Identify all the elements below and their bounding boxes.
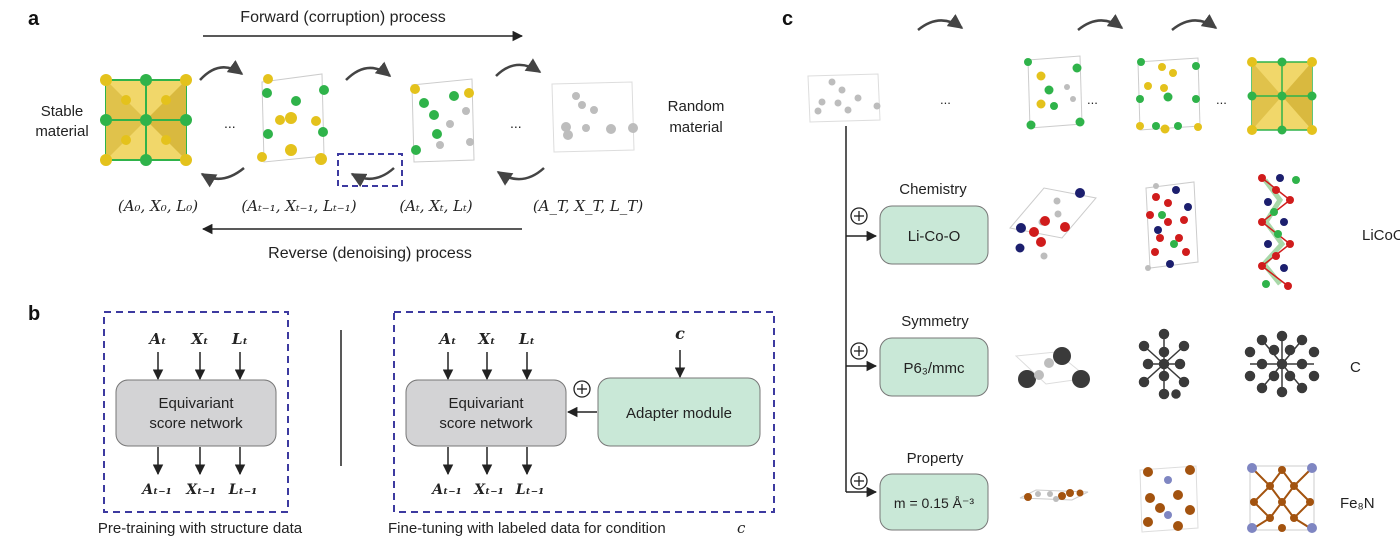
pretrain-caption: Pre-training with structure data	[98, 520, 303, 537]
pretrain-output-A: Aₜ₋₁	[140, 482, 172, 498]
symmetry-box	[879, 337, 989, 397]
stable-label-1: Stable	[41, 103, 84, 120]
chemistry-structure-2	[1145, 181, 1199, 271]
chemistry-box-label: Li-Co-O	[908, 228, 961, 245]
symmetry-structure-1	[1014, 347, 1090, 388]
pretrain-network-line1: Equivariant	[158, 395, 234, 412]
forward-process-label: Forward (corruption) process	[240, 9, 445, 26]
finetune-output-X: Xₜ₋₁	[473, 482, 504, 498]
state-0: (A₀, X₀, L₀)	[118, 197, 198, 215]
symmetry-result: C	[1350, 359, 1361, 376]
ellipsis-a1: ...	[224, 115, 236, 131]
pretrain-output-L: Lₜ₋₁	[228, 482, 258, 498]
finetune-caption: Fine-tuning with labeled data for condit…	[388, 520, 666, 537]
property-box	[879, 473, 989, 531]
pretrain-input-X: Xₜ	[190, 330, 208, 348]
property-structure-3	[1247, 463, 1317, 533]
random-label-2: material	[669, 119, 722, 136]
symmetry-box-label: P6₃/mmc	[903, 360, 965, 377]
adapter-module-label: Adapter module	[626, 405, 732, 422]
plus-icon	[850, 472, 868, 490]
panel-c-label: c	[782, 8, 793, 30]
pretrain-input-A: Aₜ	[147, 330, 166, 348]
crystal-t-minus-1	[257, 73, 329, 165]
random-crystal	[551, 81, 638, 153]
c-arrow-3	[1171, 13, 1218, 31]
finetune-network-line1: Equivariant	[448, 395, 524, 412]
symmetry-title: Symmetry	[901, 313, 969, 330]
stable-crystal	[100, 74, 192, 166]
curved-arrow-reverse-1	[200, 167, 245, 188]
c-structure-3	[1136, 57, 1202, 134]
chemistry-structure-1	[1009, 187, 1097, 260]
pretrain-score-network	[115, 379, 277, 447]
finetune-input-L: Lₜ	[518, 330, 535, 348]
crystal-t	[410, 78, 475, 163]
chemistry-box	[879, 205, 989, 265]
state-t: (Aₜ, Xₜ, Lₜ)	[399, 197, 472, 215]
c-random-structure	[807, 73, 881, 123]
finetune-input-A: Aₜ	[437, 330, 456, 348]
property-structure-1	[1019, 489, 1089, 502]
symmetry-structure-2	[1138, 328, 1190, 400]
state-T: (A_T, X_T, L_T)	[533, 197, 644, 215]
c-arrow-2	[1077, 13, 1124, 31]
symmetry-structure-3	[1244, 330, 1320, 398]
highlight-dashed-box	[337, 153, 403, 187]
curved-arrow-reverse-3	[496, 167, 545, 186]
finetune-dashed-box	[393, 311, 775, 513]
finetune-caption-var: c	[737, 519, 746, 537]
pretrain-input-L: Lₜ	[231, 330, 248, 348]
c-ellipsis-3: ...	[1216, 92, 1227, 107]
panel-b-label: b	[28, 303, 40, 325]
ellipsis-a2: ...	[510, 115, 522, 131]
c-structure-final	[1247, 57, 1317, 135]
curved-arrow-forward-3	[495, 58, 542, 77]
finetune-input-X: Xₜ	[477, 330, 495, 348]
curved-arrow-forward-2	[345, 61, 392, 81]
c-arrow-1	[917, 13, 964, 31]
property-title: Property	[907, 450, 964, 467]
plus-icon	[573, 380, 591, 398]
finetune-score-network	[405, 379, 567, 447]
panel-a-label: a	[28, 8, 40, 30]
finetune-network-line2: score network	[439, 415, 533, 432]
finetune-condition: c	[675, 324, 685, 343]
property-structure-2	[1139, 465, 1199, 533]
property-box-label: m = 0.15 Å⁻³	[894, 495, 974, 511]
finetune-output-L: Lₜ₋₁	[515, 482, 545, 498]
chemistry-structure-3	[1258, 174, 1300, 290]
chemistry-result: LiCoO₂	[1362, 227, 1400, 244]
curved-arrow-forward-1	[199, 59, 244, 81]
reverse-process-label: Reverse (denoising) process	[268, 245, 472, 262]
random-label-1: Random	[668, 98, 725, 115]
c-ellipsis-1: ...	[940, 92, 951, 107]
chemistry-title: Chemistry	[899, 181, 967, 198]
plus-icon	[850, 342, 868, 360]
pretrain-network-line2: score network	[149, 415, 243, 432]
pretrain-output-X: Xₜ₋₁	[185, 482, 216, 498]
c-ellipsis-2: ...	[1087, 92, 1098, 107]
curved-arrow-reverse-2	[350, 167, 395, 188]
property-result: Fe₈N	[1340, 495, 1375, 512]
finetune-output-A: Aₜ₋₁	[430, 482, 462, 498]
plus-icon	[850, 207, 868, 225]
adapter-module	[597, 377, 761, 447]
state-t-minus-1: (Aₜ₋₁, Xₜ₋₁, Lₜ₋₁)	[241, 197, 356, 215]
c-structure-2	[1024, 55, 1085, 130]
stable-label-2: material	[35, 123, 88, 140]
